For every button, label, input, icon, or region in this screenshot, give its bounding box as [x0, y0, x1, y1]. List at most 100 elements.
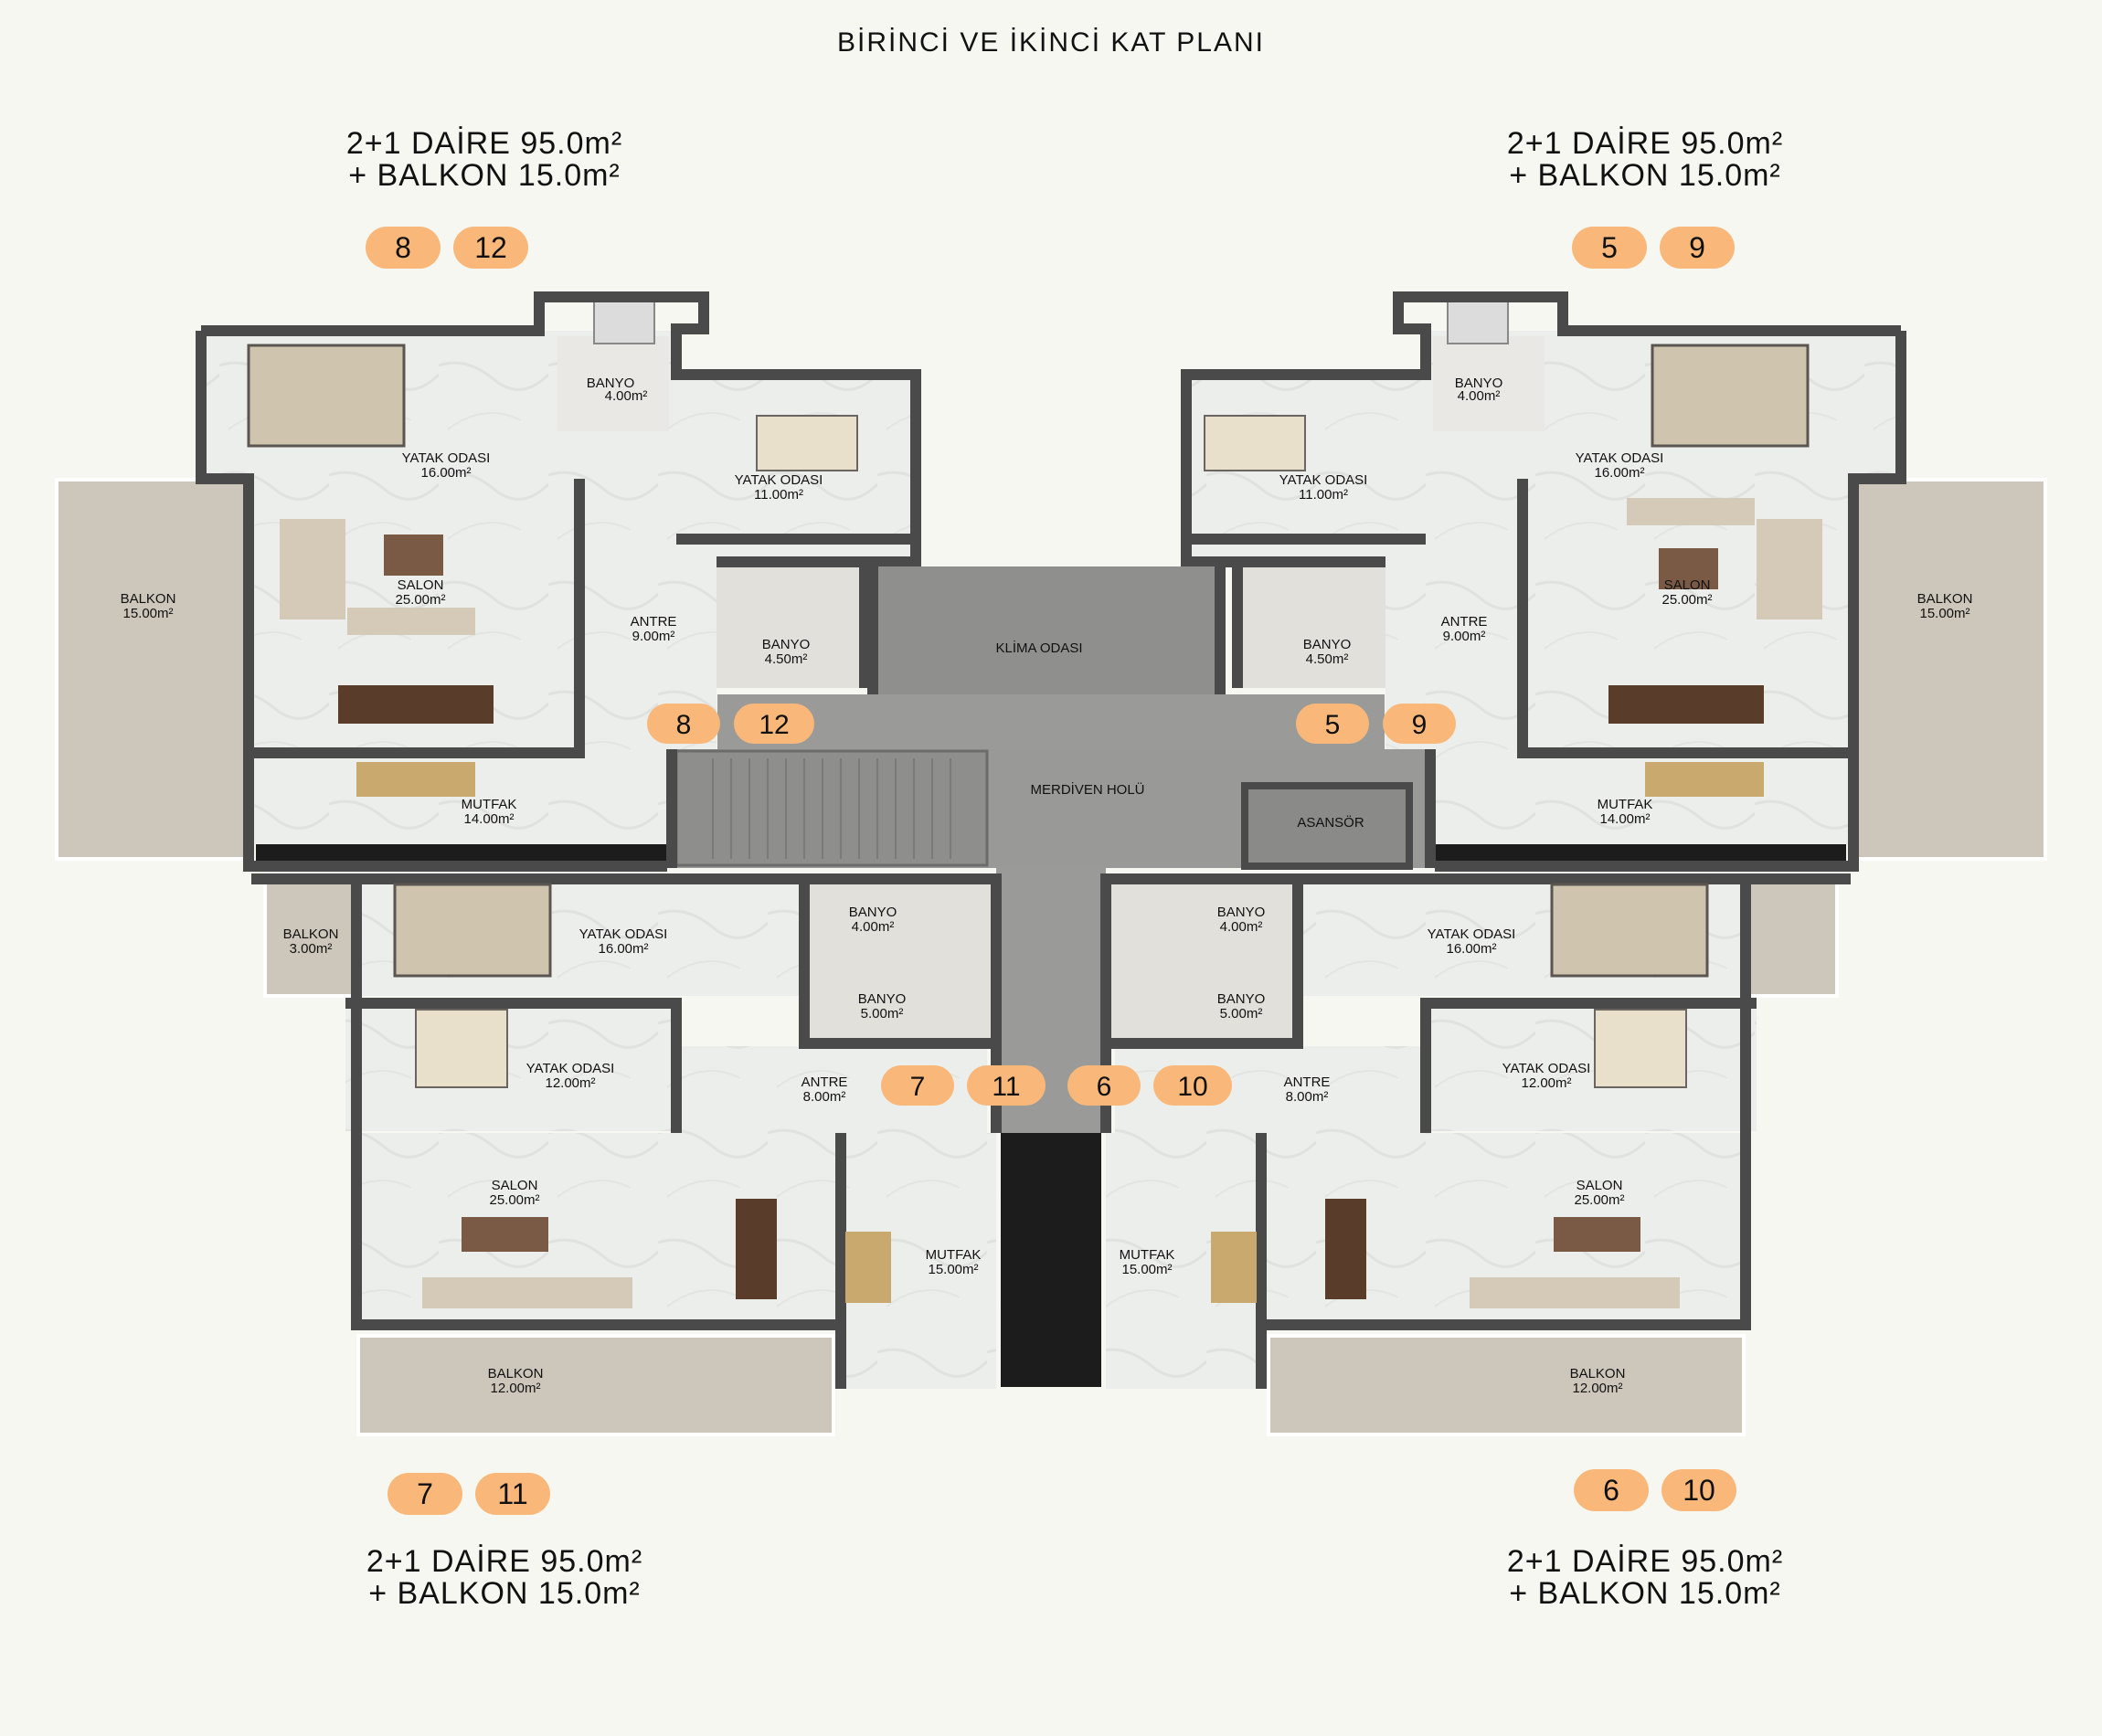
- room-name: BALKON: [488, 1366, 544, 1381]
- room-name: SALON: [398, 577, 444, 593]
- shower: [1447, 299, 1509, 344]
- unit-badges-bottom-left: 7 11: [387, 1473, 550, 1515]
- unit-header-top-left: 2+1 DAİRE 95.0m² + BALKON 15.0m²: [210, 128, 759, 192]
- door-badges: 8 12 5 9 7 11 6 10: [647, 704, 1456, 1106]
- room-area: 4.50m²: [1306, 651, 1349, 667]
- room-area: 16.00m²: [598, 941, 648, 957]
- room-area: 4.00m²: [852, 919, 895, 935]
- unit-bottom-right: BANYO 4.00m² BANYO 5.00m² YATAK ODASI 16…: [1046, 873, 1851, 1436]
- room-area: 15.00m²: [928, 1262, 978, 1277]
- room-name: MUTFAK: [1120, 1247, 1175, 1263]
- room-name: BALKON: [283, 926, 339, 942]
- room-name: BANYO: [1303, 637, 1352, 652]
- corridor: [717, 694, 1385, 749]
- bed: [1594, 1009, 1687, 1088]
- room-area: 25.00m²: [395, 592, 445, 608]
- walls: [251, 873, 1002, 1389]
- bedroom-area: [345, 1003, 676, 1131]
- room-area: 4.50m²: [765, 651, 808, 667]
- room-name: BANYO: [762, 637, 811, 652]
- room-name: YATAK ODASI: [735, 472, 823, 488]
- door-badge-bottom-right-2: 10: [1153, 1065, 1232, 1106]
- room-name: BANYO: [1217, 991, 1266, 1007]
- door-badge-bottom-left-2: 11: [967, 1065, 1046, 1106]
- room-area: 25.00m²: [1661, 592, 1712, 608]
- coffee-table: [1554, 1217, 1640, 1252]
- shower: [593, 299, 655, 344]
- bed: [393, 883, 552, 978]
- unit-number-badge: 5: [1572, 227, 1647, 269]
- kitchen-area: [1433, 753, 1853, 844]
- bedroom-area: [1426, 1003, 1757, 1131]
- room-name: ANTRE: [1284, 1074, 1331, 1090]
- sofa: [1757, 519, 1822, 619]
- room-area: 16.00m²: [420, 465, 471, 481]
- room-name: MUTFAK: [1598, 797, 1653, 812]
- dining-table: [736, 1199, 777, 1299]
- page-title: BİRİNCİ VE İKİNCİ KAT PLANI: [837, 27, 1265, 58]
- unit-balcony: + BALKON 15.0m²: [368, 1576, 641, 1611]
- room-name: SALON: [492, 1178, 538, 1193]
- room-area: 16.00m²: [1594, 465, 1644, 481]
- unit-balcony: + BALKON 15.0m²: [348, 158, 621, 193]
- room-name: YATAK ODASI: [1502, 1061, 1591, 1076]
- bath-area: [1237, 562, 1385, 688]
- kitchen-table: [1211, 1232, 1257, 1303]
- door-badge-bottom-left-1: 7: [881, 1065, 954, 1106]
- room-area: 12.00m²: [1572, 1381, 1622, 1396]
- room-name: MERDİVEN HOLÜ: [1030, 781, 1144, 798]
- room-name: MUTFAK: [462, 797, 517, 812]
- room-name: YATAK ODASI: [1428, 926, 1516, 942]
- bed: [756, 415, 858, 471]
- bed: [1204, 415, 1306, 471]
- unit-number-badge: 7: [387, 1473, 462, 1515]
- bed: [415, 1009, 508, 1088]
- room-name: BALKON: [1570, 1366, 1626, 1381]
- room-area: 14.00m²: [1599, 811, 1650, 827]
- room-area: 11.00m²: [754, 487, 803, 503]
- room-name: BANYO: [858, 991, 907, 1007]
- sofa: [1627, 498, 1755, 525]
- unit-top-right: BANYO 4.00m² YATAK ODASI 16.00m² YATAK O…: [1181, 291, 2047, 872]
- counter: [1046, 1133, 1101, 1387]
- unit-bottom-left: BALKON 3.00m² YATAK ODASI 16.00m² BANYO …: [251, 873, 1056, 1436]
- room-area: 3.00m²: [290, 941, 333, 957]
- room-area: 25.00m²: [489, 1192, 539, 1208]
- door-badge-number: 6: [1097, 1072, 1112, 1102]
- room-name: BANYO: [1217, 905, 1266, 920]
- room-name: SALON: [1576, 1178, 1623, 1193]
- unit-type: 2+1 DAİRE 95.0m²: [1506, 1544, 1784, 1579]
- room-name: BANYO: [849, 905, 897, 920]
- room-name: BANYO: [1455, 376, 1503, 391]
- dining-table: [338, 685, 494, 724]
- room-area: 14.00m²: [463, 811, 514, 827]
- room-area: 9.00m²: [1443, 629, 1486, 644]
- door-badge-top-right-2: 9: [1383, 704, 1456, 744]
- room-name: ANTRE: [631, 614, 677, 630]
- room-area: 4.00m²: [1458, 388, 1501, 404]
- room-name: ANTRE: [1441, 614, 1488, 630]
- unit-number-badge: 12: [453, 227, 528, 269]
- room-name: ASANSÖR: [1297, 814, 1364, 831]
- unit-number-badge: 8: [366, 227, 441, 269]
- room-area: 9.00m²: [632, 629, 675, 644]
- unit-number-badge: 11: [475, 1473, 550, 1515]
- room-area: 16.00m²: [1446, 941, 1496, 957]
- dining-table: [1608, 685, 1764, 724]
- unit-header-top-right: 2+1 DAİRE 95.0m² + BALKON 15.0m²: [1371, 128, 1919, 192]
- room-area: 12.00m²: [490, 1381, 540, 1396]
- unit-type: 2+1 DAİRE 95.0m²: [1506, 126, 1784, 161]
- unit-number-badge: 9: [1660, 227, 1735, 269]
- unit-top-left: BANYO 4.00m² YATAK ODASI 16.00m² YATAK O…: [55, 291, 921, 872]
- door-badge-number: 11: [992, 1072, 1020, 1102]
- unit-badges-top-left: 8 12: [366, 227, 528, 269]
- balcony-area: [1852, 478, 2047, 861]
- kitchen-table: [1645, 762, 1764, 797]
- bath-area: [1110, 879, 1298, 1043]
- unit-number-badge: 10: [1661, 1469, 1736, 1511]
- room-area: 11.00m²: [1299, 487, 1348, 503]
- balcony-area: [1744, 877, 1839, 998]
- room-name: ANTRE: [802, 1074, 848, 1090]
- building-core: KLİMA ODASI MERDİVEN HOLÜ ASANSÖR: [666, 566, 1436, 1133]
